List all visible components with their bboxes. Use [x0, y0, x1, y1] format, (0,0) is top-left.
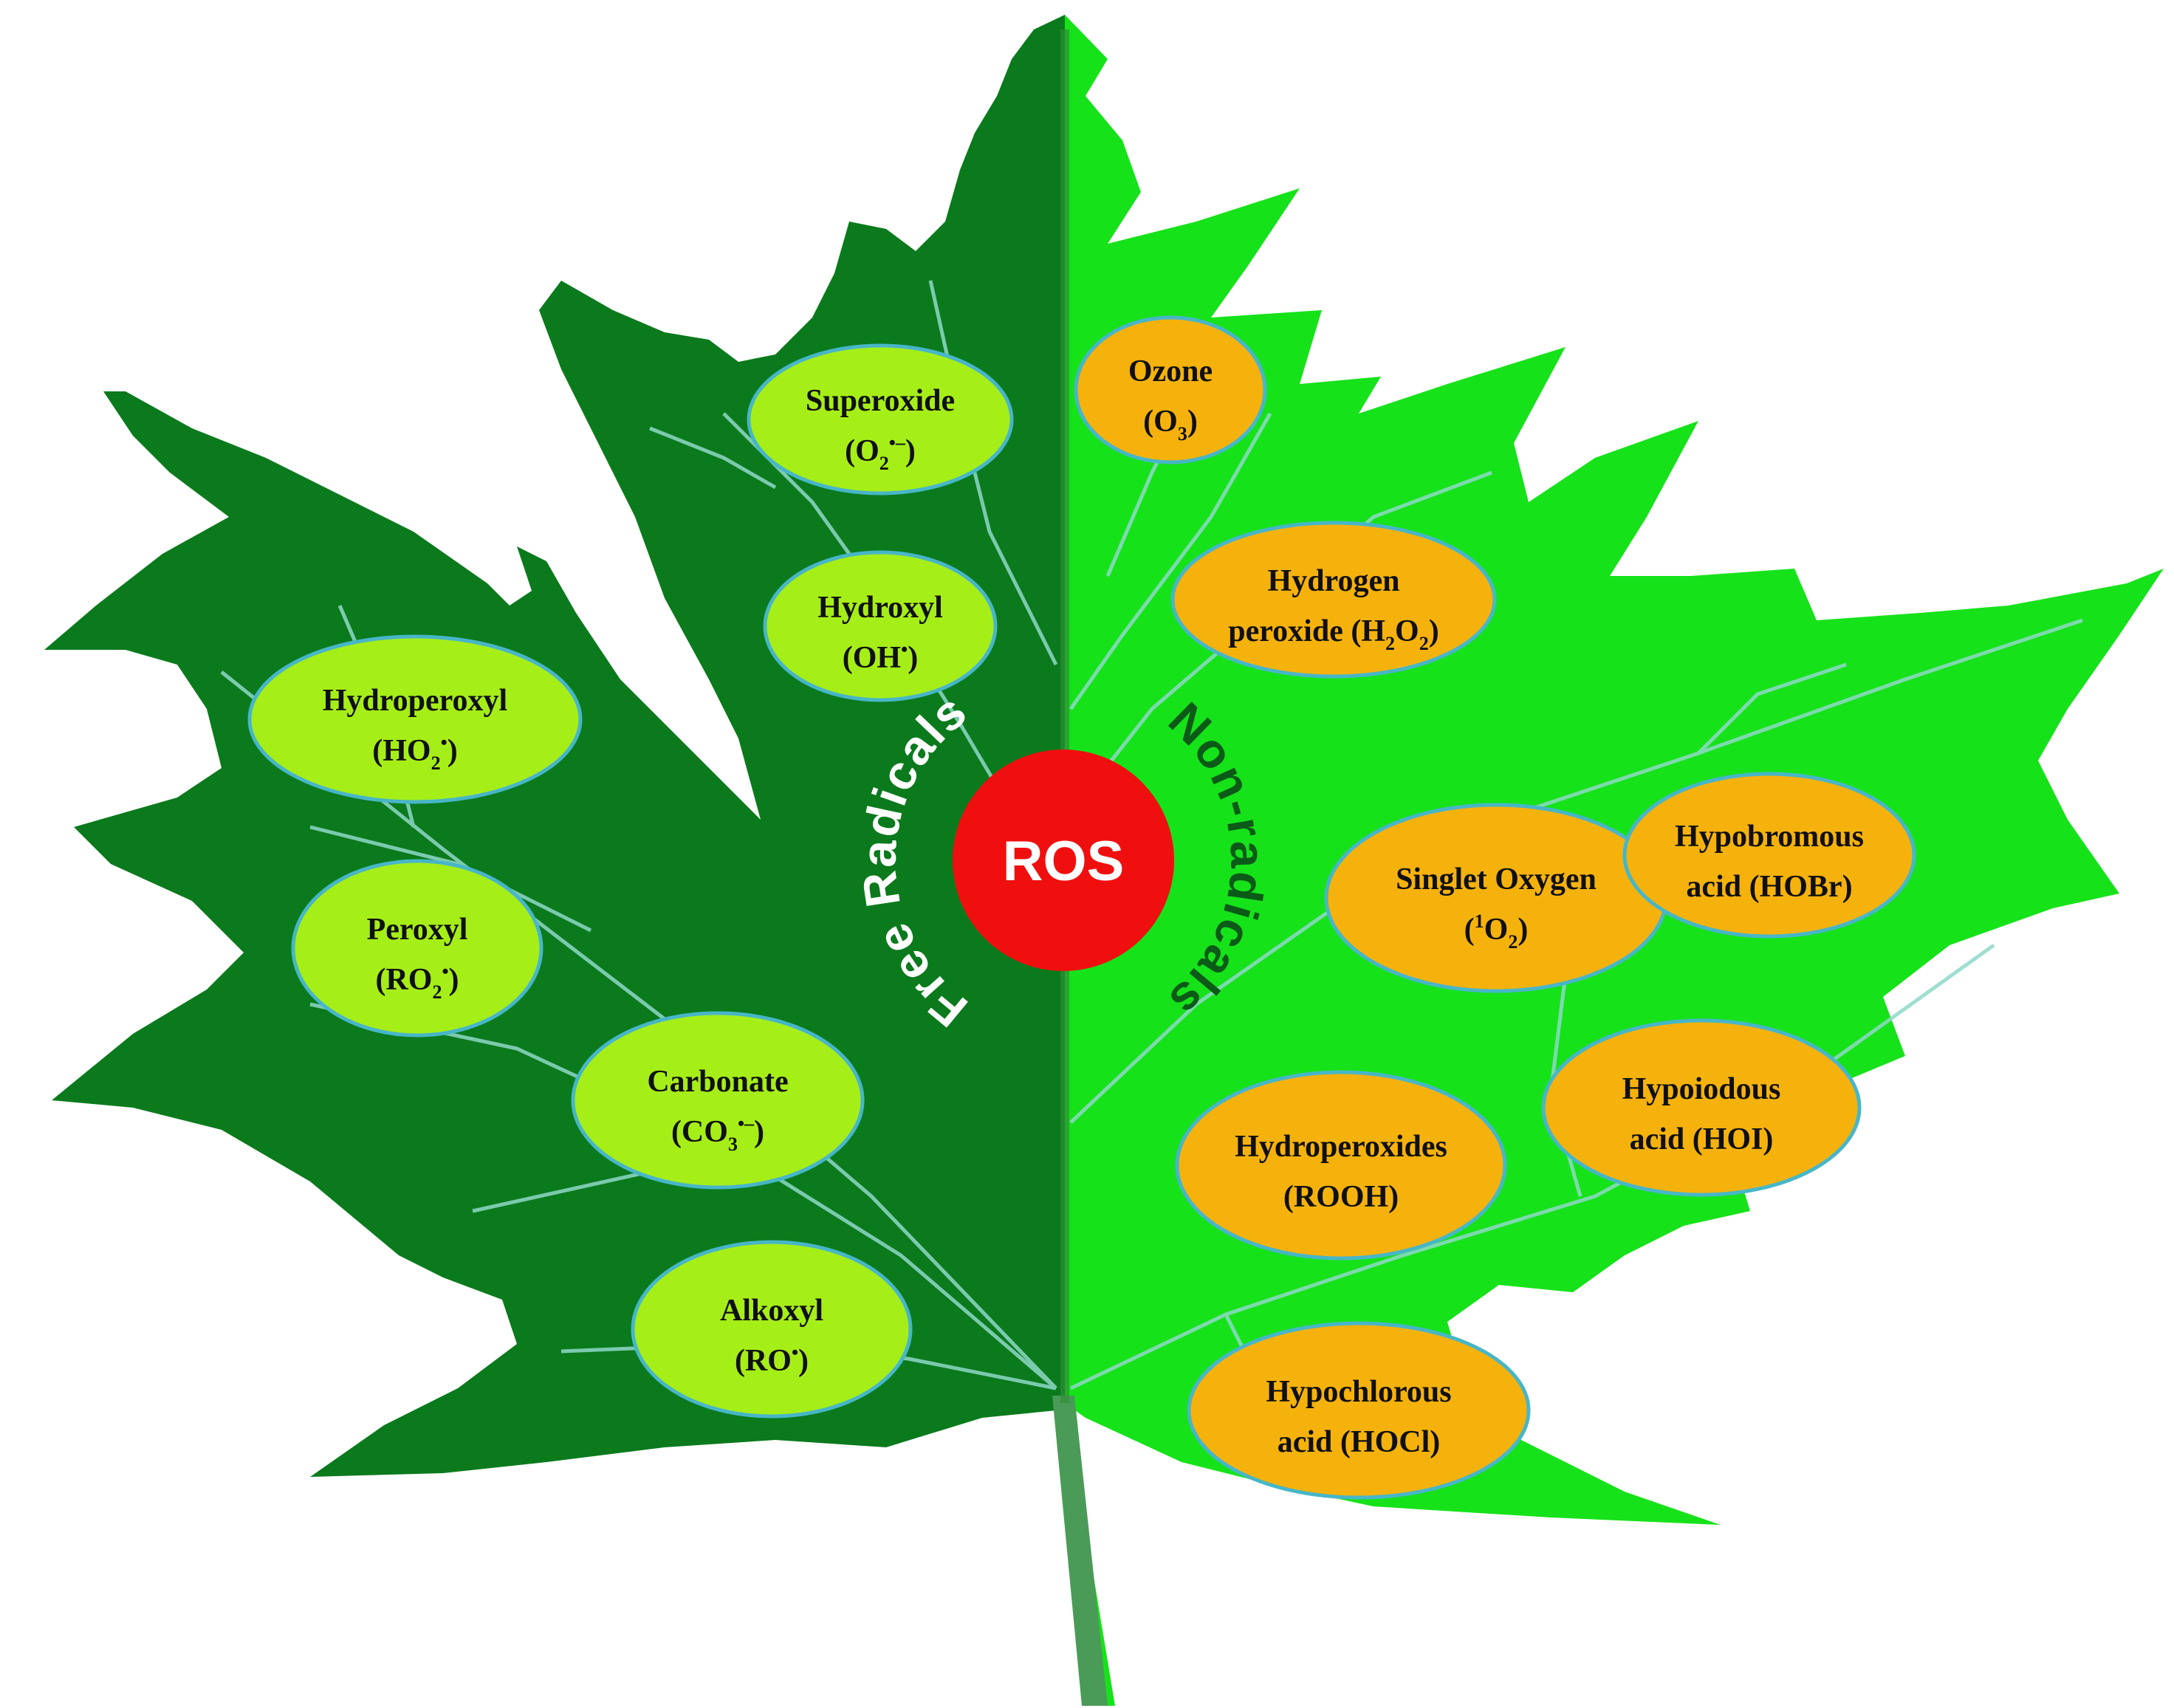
free-radical-node: Superoxide (O2•–)	[747, 343, 1014, 495]
non-radical-name: Hypoiodous	[1622, 1072, 1781, 1106]
free-radical-name: Superoxide	[806, 384, 955, 418]
non-radical-ellipse	[1187, 1321, 1531, 1500]
non-radical-ellipse	[1541, 1018, 1862, 1197]
ros-circle	[953, 750, 1174, 971]
free-radical-formula: (HO2•)	[372, 732, 457, 774]
free-radical-ellipse	[747, 343, 1014, 495]
free-radicals-group: Superoxide (O2•–) Hydroxyl (OH•) Hydroperoxy…	[247, 343, 1014, 1419]
free-radical-ellipse	[247, 634, 583, 804]
free-radical-node: Hydroperoxyl (HO2•)	[247, 634, 583, 804]
non-radical-formula: acid (HOCl)	[1278, 1425, 1440, 1459]
non-radical-ellipse	[1170, 521, 1497, 679]
free-radical-name: Carbonate	[647, 1065, 788, 1099]
non-radical-name: Hydrogen	[1268, 564, 1400, 598]
non-radical-formula: acid (HOBr)	[1686, 870, 1852, 904]
free-radical-formula: (O2•–)	[845, 432, 916, 474]
non-radical-name: Hydroperoxides	[1235, 1130, 1447, 1164]
non-radical-node: Hypoiodous acid (HOI)	[1541, 1018, 1862, 1197]
non-radical-formula: (ROOH)	[1283, 1180, 1399, 1214]
free-radical-ellipse	[571, 1011, 865, 1190]
free-radical-name: Alkoxyl	[720, 1294, 823, 1328]
non-radical-ellipse	[1175, 1070, 1507, 1261]
free-radical-formula: (RO•)	[735, 1342, 809, 1378]
free-radical-name: Peroxyl	[367, 913, 468, 947]
non-radical-node: Hydroperoxides (ROOH)	[1175, 1070, 1507, 1261]
free-radical-node: Hydroxyl (OH•)	[763, 550, 998, 702]
free-radical-node: Peroxyl (RO2•)	[291, 859, 544, 1038]
non-radical-formula: peroxide (H2O2)	[1228, 614, 1439, 654]
leaf-midrib	[1060, 30, 1069, 1403]
free-radical-name: Hydroxyl	[817, 591, 943, 625]
non-radical-ellipse	[1622, 772, 1916, 939]
non-radical-formula: acid (HOI)	[1630, 1122, 1774, 1156]
non-radical-name: Hypobromous	[1675, 820, 1864, 854]
non-radical-name: Ozone	[1128, 354, 1213, 388]
non-radical-node: Hypochlorous acid (HOCl)	[1187, 1321, 1531, 1500]
non-radical-node: Hypobromous acid (HOBr)	[1622, 772, 1916, 939]
free-radical-ellipse	[631, 1240, 913, 1419]
free-radical-ellipse	[291, 859, 544, 1038]
non-radicals-group: Ozone (O3) Hydrogen peroxide (H2O2) Singlet …	[1074, 315, 1916, 1500]
non-radical-name: Singlet Oxygen	[1396, 862, 1597, 896]
non-radical-node: Hydrogen peroxide (H2O2)	[1170, 521, 1497, 679]
free-radical-name: Hydroperoxyl	[323, 684, 507, 718]
non-radical-node: Ozone (O3)	[1074, 315, 1267, 464]
leaf-stem	[1052, 1396, 1108, 1706]
non-radical-ellipse	[1324, 803, 1668, 993]
non-radical-formula: (1O2)	[1464, 910, 1529, 953]
free-radical-formula: (OH•)	[843, 639, 918, 675]
free-radical-ellipse	[763, 550, 998, 702]
non-radical-node: Singlet Oxygen (1O2)	[1324, 803, 1668, 993]
free-radical-node: Carbonate (CO3•–)	[571, 1011, 865, 1190]
free-radical-formula: (RO2•)	[375, 961, 459, 1003]
non-radical-ellipse	[1074, 315, 1267, 464]
free-radical-node: Alkoxyl (RO•)	[631, 1240, 913, 1419]
ros-label: ROS	[1003, 830, 1125, 893]
non-radical-formula: (O3)	[1143, 405, 1198, 445]
free-radical-formula: (CO3•–)	[671, 1113, 764, 1155]
non-radical-name: Hypochlorous	[1266, 1375, 1451, 1409]
